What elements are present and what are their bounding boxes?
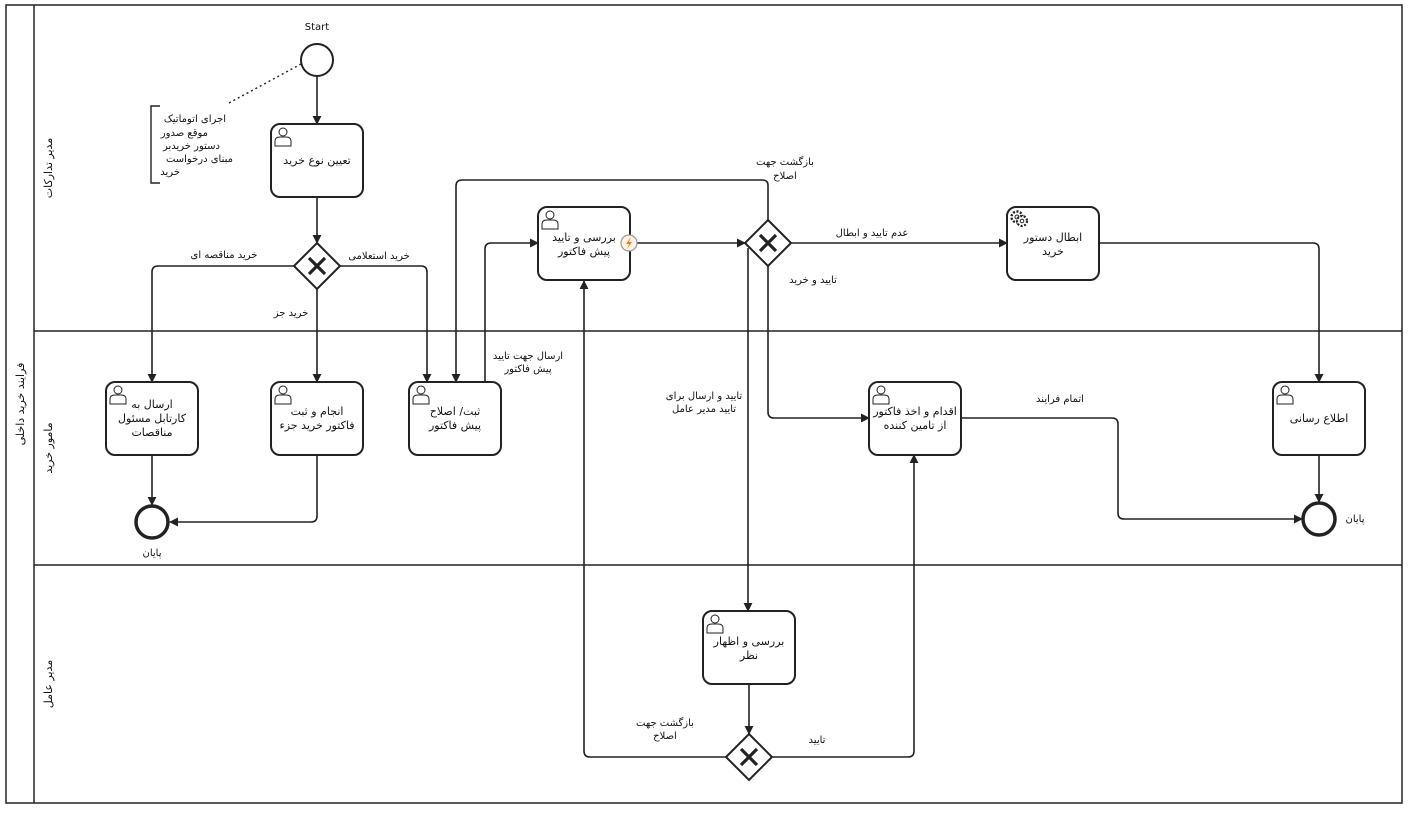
gateway-purchase-type[interactable] [292,241,342,291]
flow-gateway3-approve[interactable] [772,454,919,758]
task-label: ثبت/ اصلاح [430,405,480,418]
lane-label-procurement: مدیر تدارکات [42,138,55,199]
task-ceo-review[interactable]: بررسی و اظهار نظر [702,610,796,685]
task-label: انجام و ثبت [291,405,344,418]
gateway-ceo-decision[interactable] [724,732,774,782]
task-review-invoice[interactable]: بررسی و تایید پیش فاکتور [537,206,631,281]
user-icon [274,385,292,405]
user-icon [872,385,890,405]
task-label: بررسی و تایید [552,231,616,244]
text-annotation: اجرای اتوماتیک موقع صدور دستور خریدبر مب… [150,63,302,184]
task-cancel-order[interactable]: ابطال دستور خرید [1006,206,1100,281]
sequence-flows [147,76,1324,758]
end-event-main[interactable]: پایان [1301,501,1365,537]
task-label: ابطال دستور [1023,231,1082,244]
task-label: فاکتور خرید جزء [280,419,355,432]
lane-ceo: مدیر عامل [42,660,55,709]
task-partial-purchase[interactable]: انجام و ثبت فاکتور خرید جزء [270,381,364,456]
task-label: پیش فاکتور [428,419,481,432]
flow-label: تایید و خرید [789,275,837,286]
annotation-line: خرید [160,167,180,178]
task-label: نظر [739,649,758,662]
flow-take-invoice-to-end[interactable] [961,417,1303,524]
gateway-invoice-decision[interactable] [743,218,793,268]
gear-icon [1010,210,1029,228]
flow-gateway-to-tender[interactable] [147,265,295,383]
flow-register-to-review[interactable] [484,238,539,382]
flow-gateway2-to-take-invoice[interactable] [767,266,870,423]
task-send-to-tender[interactable]: ارسال به کارتابل مسئول مناقصات [105,381,199,456]
flow-label: بازگشت جهت [756,156,814,168]
user-icon [541,210,559,230]
user-icon [109,385,127,405]
flow-gateway2-return[interactable] [451,179,769,383]
end-event-tender[interactable]: پایان [134,504,170,559]
pool-title: فرایند خرید داخلی [14,363,27,446]
task-label: ارسال به [131,398,172,411]
flow-label: اصلاح [653,731,677,742]
start-event[interactable]: Start [300,22,334,77]
user-icon [706,614,724,634]
flow-label: ارسال جهت تایید [493,351,563,362]
flow-label: اتمام فرایند [1036,394,1084,405]
task-determine-purchase-type[interactable]: تعیین نوع خرید [270,123,364,198]
flow-label: اصلاح [773,171,797,182]
flow-label: خرید جز [273,308,309,319]
flow-label: تایید [809,735,826,746]
task-take-invoice[interactable]: اقدام و اخذ فاکتور از تامین کننده [868,381,962,456]
task-label: از تامین کننده [884,419,947,432]
task-notify[interactable]: اطلاع رسانی [1272,381,1366,456]
user-icon [1276,385,1294,405]
lane-label-ceo: مدیر عامل [42,660,55,709]
end-event-label: پایان [1345,514,1364,525]
lane-label-purchaser: مامور خرید [42,422,55,473]
task-label: پیش فاکتور [557,245,610,258]
annotation-line: موقع صدور [160,128,208,139]
start-event-label: Start [305,22,330,33]
lightning-icon [626,237,632,249]
task-label: تعیین نوع خرید [283,154,350,167]
flow-partial-to-end[interactable] [169,455,318,527]
task-label: مناقصات [131,426,172,439]
task-label: اطلاع رسانی [1290,412,1349,425]
user-icon [412,385,430,405]
lane-purchaser: مامور خرید [42,422,55,473]
flow-label: بازگشت جهت [636,717,694,729]
flow-label: خرید استعلامی [348,251,410,262]
task-label: بررسی و اظهار [713,635,785,648]
flow-labels: خرید مناقصه ای خرید استعلامی خرید جز باز… [191,156,1084,746]
boundary-event[interactable] [620,234,638,252]
flow-label: تایید مدیر عامل [672,404,736,415]
flow-gateway3-return[interactable] [579,280,726,758]
task-label: اقدام و اخذ فاکتور [872,405,957,418]
flow-label: خرید مناقصه ای [191,250,258,261]
annotation-line: مبنای درخواست [166,154,233,165]
flow-label: پیش فاکتور [503,364,552,375]
flow-gateway-to-register[interactable] [339,265,432,383]
task-register-invoice[interactable]: ثبت/ اصلاح پیش فاکتور [408,381,502,456]
annotation-line: اجرای اتوماتیک [164,114,226,125]
flow-cancel-to-notify[interactable] [1099,242,1324,383]
task-label: خرید [1042,245,1064,258]
end-event-label: پایان [142,548,161,559]
user-icon [274,127,292,147]
annotation-line: دستور خریدبر [162,141,220,152]
lane-procurement: مدیر تدارکات [42,138,55,199]
flow-label: عدم تایید و ابطال [836,228,909,239]
task-label: کارتابل مسئول [118,412,187,425]
flow-label: تایید و ارسال برای [666,391,743,402]
